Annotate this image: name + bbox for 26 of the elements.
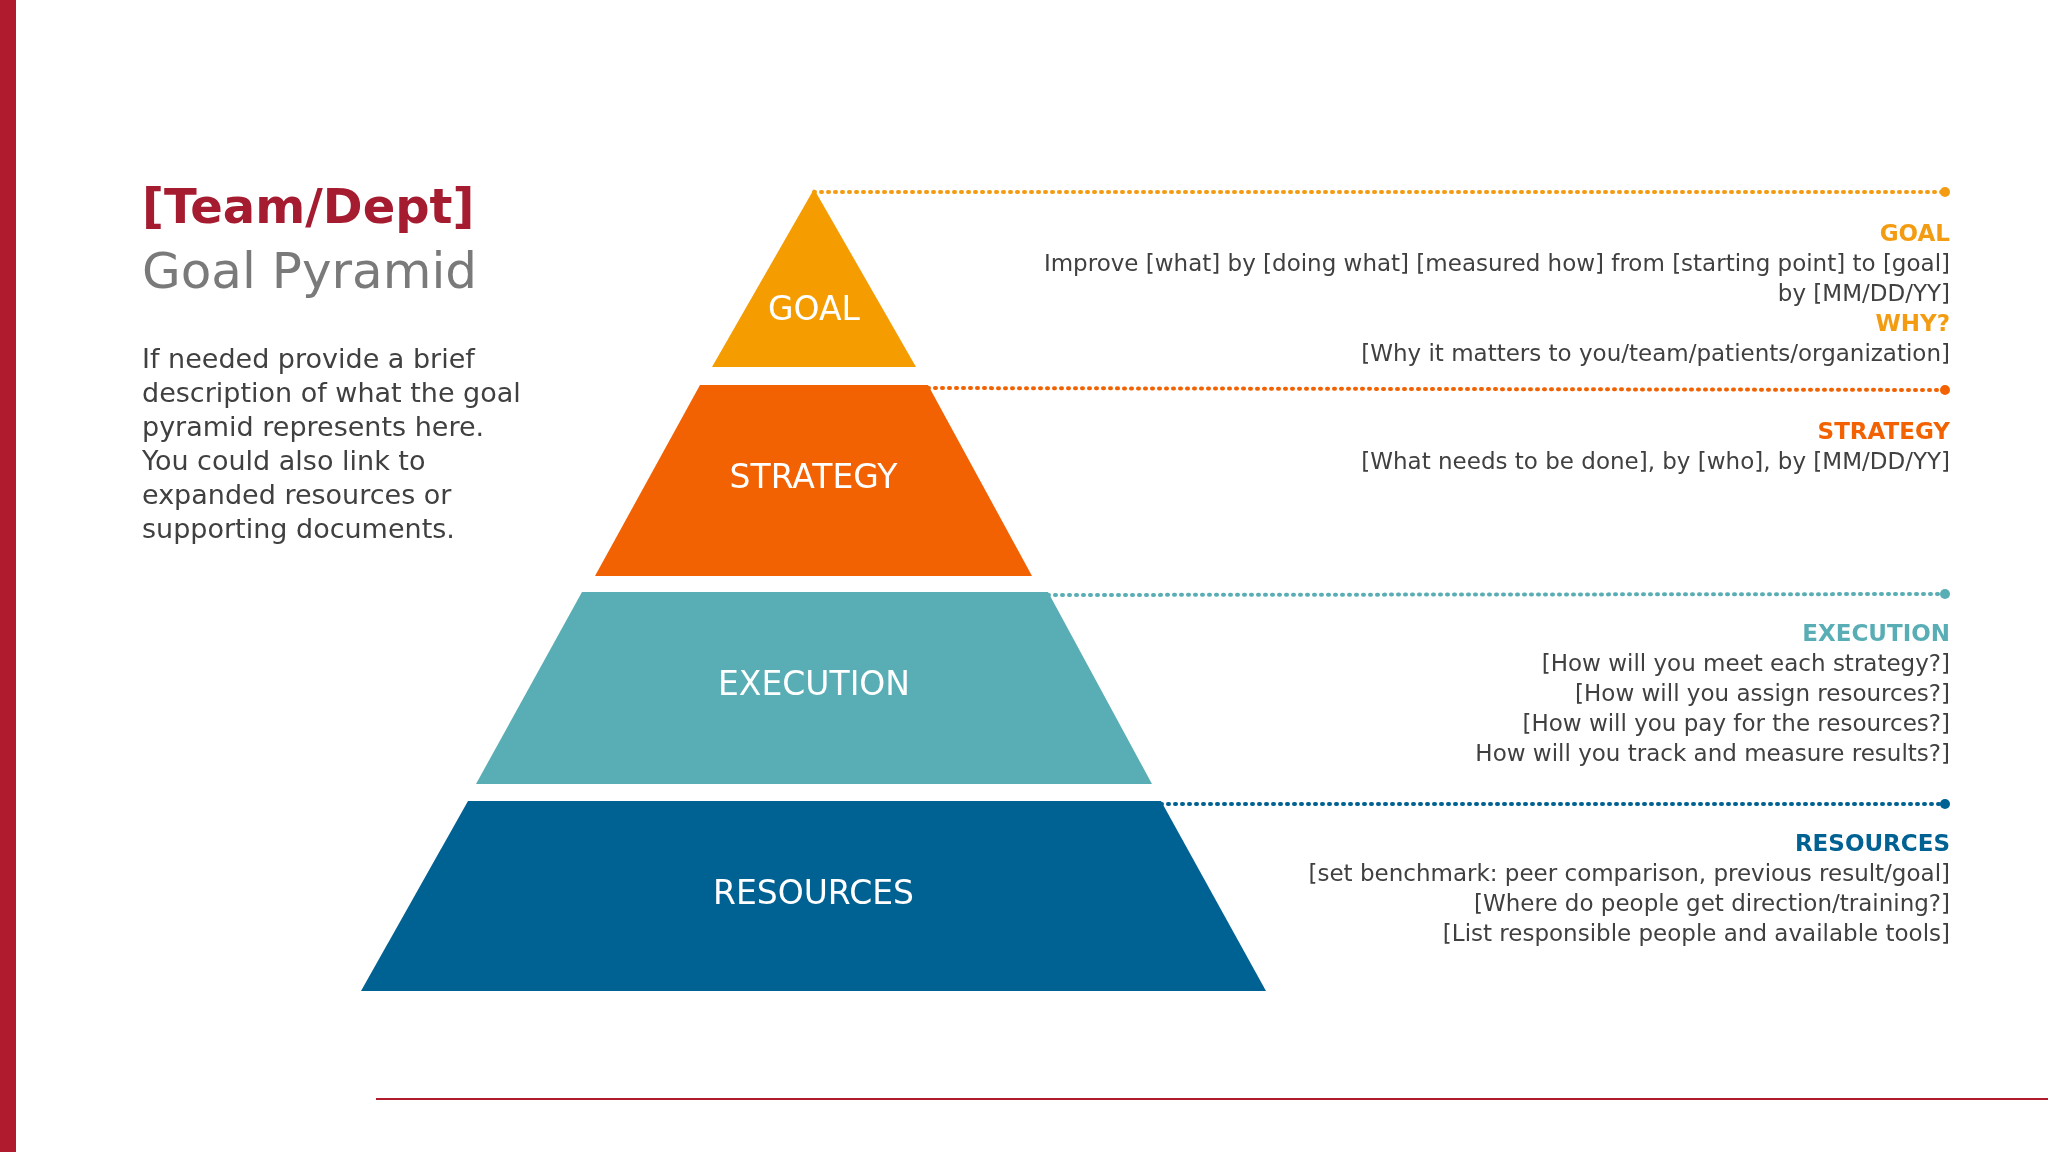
title: [Team/Dept] — [142, 178, 475, 234]
description-text: If needed provide a brief description of what the goal pyramid represents here. You could also link to expanded resources or supporting documents. — [142, 342, 522, 546]
section-heading: STRATEGY — [1816, 417, 1950, 446]
description-text: [List responsible people and available tools] — [1441, 919, 1950, 948]
leader-line — [812, 187, 1950, 197]
description-text: [How will you pay for the resources?] — [1521, 709, 1950, 738]
section-heading: RESOURCES — [1793, 829, 1950, 858]
section-heading: GOAL — [1878, 219, 1950, 248]
layer-label: STRATEGY — [728, 457, 899, 496]
layer-label: EXECUTION — [716, 664, 912, 703]
subtitle: Goal Pyramid — [142, 242, 478, 300]
layer-label: RESOURCES — [712, 873, 915, 912]
description-text: [set benchmark: peer comparison, previous result/goal] — [1307, 859, 1950, 888]
leader-line — [926, 385, 1950, 395]
layer-label: GOAL — [767, 289, 861, 328]
description-text: [What needs to be done], by [who], by [MM/DD/YY] — [1360, 447, 1950, 476]
description-text: [How will you meet each strategy?] — [1540, 649, 1950, 678]
leader-line — [1046, 589, 1950, 599]
section-heading: WHY? — [1874, 309, 1950, 338]
description-text: [Why it matters to you/team/patients/organization] — [1360, 339, 1950, 368]
leader-line — [1159, 799, 1950, 809]
description-text: [Where do people get direction/training?] — [1473, 889, 1950, 918]
description-text: [How will you assign resources?] — [1574, 679, 1950, 708]
description-text: How will you track and measure results?] — [1474, 739, 1950, 768]
section-heading: EXECUTION — [1801, 619, 1950, 648]
description-text: Improve [what] by [doing what] [measured how] from [starting point] to [goal] by [MM/DD/YY] — [1042, 249, 1950, 308]
